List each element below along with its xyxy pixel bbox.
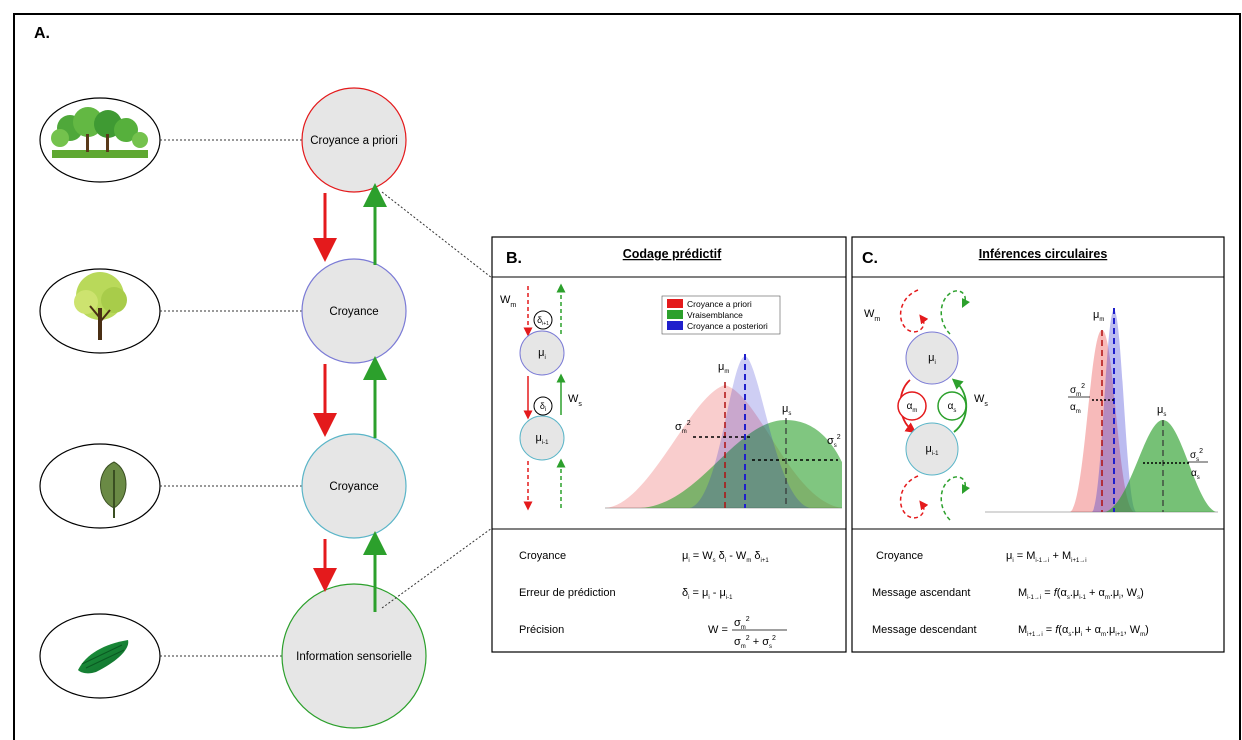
eq-c-name-2: Message descendant <box>872 624 977 636</box>
forest-image <box>39 97 161 183</box>
eq-c-formula-0: μi = Mi-1→i + Mi+1→i <box>1006 550 1087 564</box>
legend-posterior: Croyance a posteriori <box>687 321 768 331</box>
eq-b-formula-2: W = <box>708 624 728 636</box>
legend-prior: Croyance a priori <box>687 299 752 309</box>
svg-text:αm: αm <box>907 401 918 414</box>
svg-text:μi: μi <box>928 352 936 366</box>
svg-text:μs: μs <box>782 403 791 417</box>
panel-b-hierarchy: Wm δi+1 μi Ws δi μi-1 <box>500 283 582 511</box>
leaf-image <box>39 443 161 529</box>
node-sensory: Information sensorielle <box>281 583 427 729</box>
svg-text:μs: μs <box>1157 404 1166 418</box>
eq-b-name-0: Croyance <box>519 550 566 562</box>
panel-c-label: C. <box>862 250 878 267</box>
svg-text:αs: αs <box>1191 468 1200 481</box>
svg-text:αs: αs <box>948 401 957 414</box>
svg-text:Croyance: Croyance <box>329 481 378 493</box>
svg-text:μi: μi <box>538 347 546 361</box>
eq-c-name-0: Croyance <box>876 550 923 562</box>
panel-c-distributions: μm μs σm2 αm σs2 αs <box>985 308 1218 513</box>
svg-text:μm: μm <box>718 361 729 375</box>
svg-text:αm: αm <box>1070 402 1081 415</box>
svg-text:δi: δi <box>540 401 546 413</box>
node-belief-upper: Croyance <box>301 258 407 364</box>
eq-b-formula-0: μi = Ws δi - Wm δi+1 <box>682 550 769 564</box>
panel-b-title: Codage prédictif <box>623 247 722 261</box>
eq-b-name-1: Erreur de prédiction <box>519 587 616 599</box>
panel-b-legend: Croyance a priori Vraisemblance Croyance… <box>661 295 781 335</box>
eq-c-name-1: Message ascendant <box>872 587 970 599</box>
panel-c-title: Inférences circulaires <box>979 247 1108 261</box>
image-connectors <box>160 139 302 657</box>
legend-likelihood: Vraisemblance <box>687 310 743 320</box>
eq-b-formula-1: δi = μi - μi-1 <box>682 587 733 601</box>
node-belief-lower: Croyance <box>301 433 407 539</box>
svg-text:Croyance a priori: Croyance a priori <box>310 135 398 147</box>
figure-frame <box>13 13 1241 740</box>
panel-b-label: B. <box>506 250 522 267</box>
svg-text:Croyance: Croyance <box>329 306 378 318</box>
tree-image <box>39 268 161 354</box>
panel-a-label: A. <box>34 25 50 42</box>
node-prior: Croyance a priori <box>301 87 407 193</box>
green-texture-image <box>39 613 161 699</box>
panel-b-distributions: μm μs σm2 σs2 <box>605 354 842 509</box>
zoom-connectors <box>381 191 493 609</box>
svg-text:μm: μm <box>1093 309 1104 323</box>
svg-text:Information sensorielle: Information sensorielle <box>296 651 412 663</box>
eq-b-name-2: Précision <box>519 624 564 636</box>
panel-c-hierarchy: Wm μi αm αs Ws μi-1 <box>864 289 988 521</box>
